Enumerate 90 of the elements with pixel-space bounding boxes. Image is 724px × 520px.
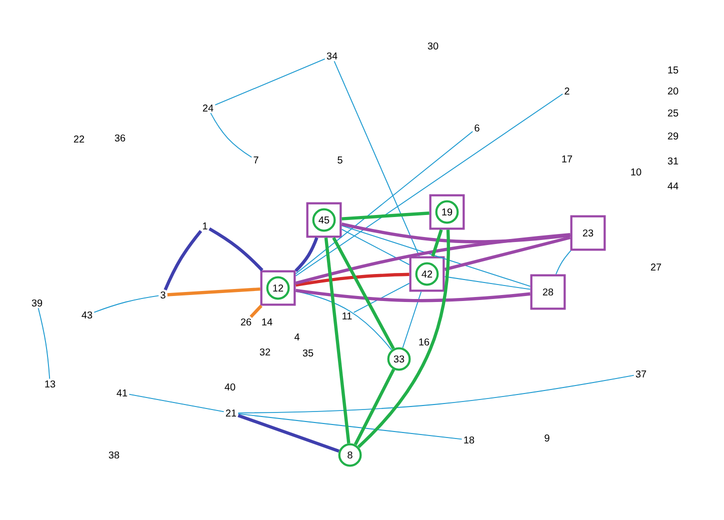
node-label: 20 [668, 87, 678, 95]
node-label: 38 [108, 451, 120, 459]
node-label: 17 [562, 156, 572, 162]
edge [444, 236, 571, 272]
edge [402, 291, 422, 348]
edge [295, 94, 564, 276]
edge [210, 112, 252, 158]
node-label: 11 [342, 312, 352, 320]
node-label: 27 [650, 264, 662, 270]
edge [238, 374, 634, 414]
node-label: 24 [202, 104, 214, 112]
node-label: 33 [394, 355, 404, 363]
node-label: 32 [260, 348, 270, 356]
edge [354, 368, 396, 446]
edge [128, 394, 224, 412]
edge [214, 58, 326, 106]
circle-marker [415, 262, 439, 286]
node-label: 19 [442, 208, 452, 216]
node-label: 37 [636, 370, 646, 378]
circle-marker [338, 443, 362, 467]
edge [167, 287, 260, 296]
edge [353, 282, 410, 313]
node-label: 10 [631, 168, 642, 176]
edge [341, 225, 531, 287]
edge [334, 60, 420, 257]
node-label: 25 [668, 109, 678, 117]
edge [238, 413, 462, 440]
node-label: 2 [564, 88, 570, 94]
node-label: 29 [668, 132, 678, 140]
edge [295, 272, 410, 287]
node-label: 5 [338, 156, 342, 164]
node-label: 39 [32, 299, 42, 307]
node-label: 15 [668, 66, 678, 74]
edge [332, 236, 395, 350]
edge [342, 212, 430, 220]
edge [38, 308, 50, 380]
node-label: 26 [240, 318, 252, 326]
square-marker [306, 202, 342, 238]
node-label: 40 [224, 383, 236, 391]
edge [295, 232, 570, 285]
node-label: 6 [474, 124, 480, 132]
edge [164, 230, 202, 290]
edge [250, 304, 262, 318]
node-label: 14 [262, 318, 272, 326]
node-label: 34 [326, 52, 338, 60]
edge [94, 295, 160, 313]
node-label: 41 [116, 390, 128, 396]
edge [431, 229, 443, 257]
node-label: 3 [160, 291, 166, 299]
edge [238, 414, 340, 453]
node-label: 22 [74, 136, 84, 142]
node-label: 31 [668, 157, 678, 165]
circle-marker [312, 208, 336, 232]
square-marker [409, 256, 445, 292]
circle-marker [266, 276, 290, 300]
node-label: 7 [254, 156, 258, 164]
node-label: 8 [348, 451, 352, 459]
node-label: 43 [82, 311, 92, 319]
node-label: 28 [542, 288, 554, 296]
square-marker [260, 270, 296, 306]
edge [341, 228, 410, 266]
edge [444, 276, 531, 290]
square-marker [429, 194, 465, 230]
node-label: 13 [45, 380, 56, 388]
node-label: 21 [226, 410, 236, 416]
node-label: 44 [668, 182, 678, 190]
node-label: 42 [422, 270, 432, 278]
circle-marker [435, 200, 459, 224]
edge [555, 250, 572, 275]
edge [357, 230, 450, 448]
node-label: 16 [419, 338, 430, 346]
node-label: 4 [294, 334, 300, 340]
node-label: 12 [273, 284, 284, 292]
circle-marker [387, 347, 411, 371]
edge [295, 131, 474, 274]
node-label: 35 [302, 349, 314, 357]
edge [324, 238, 350, 444]
node-label: 18 [464, 436, 474, 444]
node-label: 45 [318, 216, 330, 224]
node-label: 23 [582, 229, 594, 237]
square-marker [570, 215, 606, 251]
node-label: 36 [114, 134, 126, 142]
edge [341, 222, 570, 244]
edge [294, 237, 318, 272]
node-label: 1 [202, 222, 208, 230]
node-label: 30 [428, 42, 438, 50]
edge [208, 227, 264, 272]
square-marker [530, 274, 566, 310]
node-label: 9 [544, 434, 550, 442]
edge [296, 288, 530, 302]
